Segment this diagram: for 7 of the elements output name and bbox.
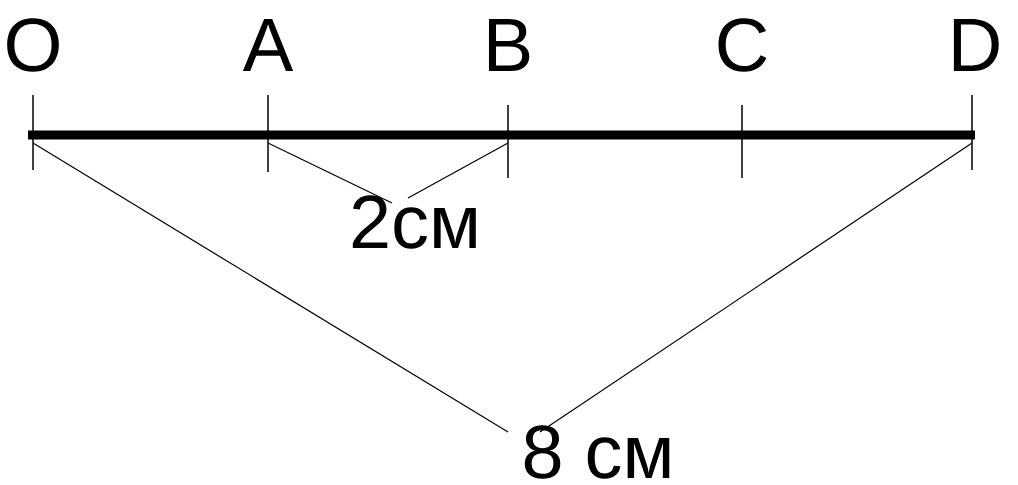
point-label: B	[488, 18, 530, 72]
dimension-label: 8 см	[524, 425, 670, 479]
dimension-label: 2см	[352, 195, 476, 249]
point-label: C	[718, 18, 767, 72]
point-label: O	[7, 18, 59, 72]
point-label: A	[242, 18, 294, 72]
point-label: D	[953, 18, 999, 72]
